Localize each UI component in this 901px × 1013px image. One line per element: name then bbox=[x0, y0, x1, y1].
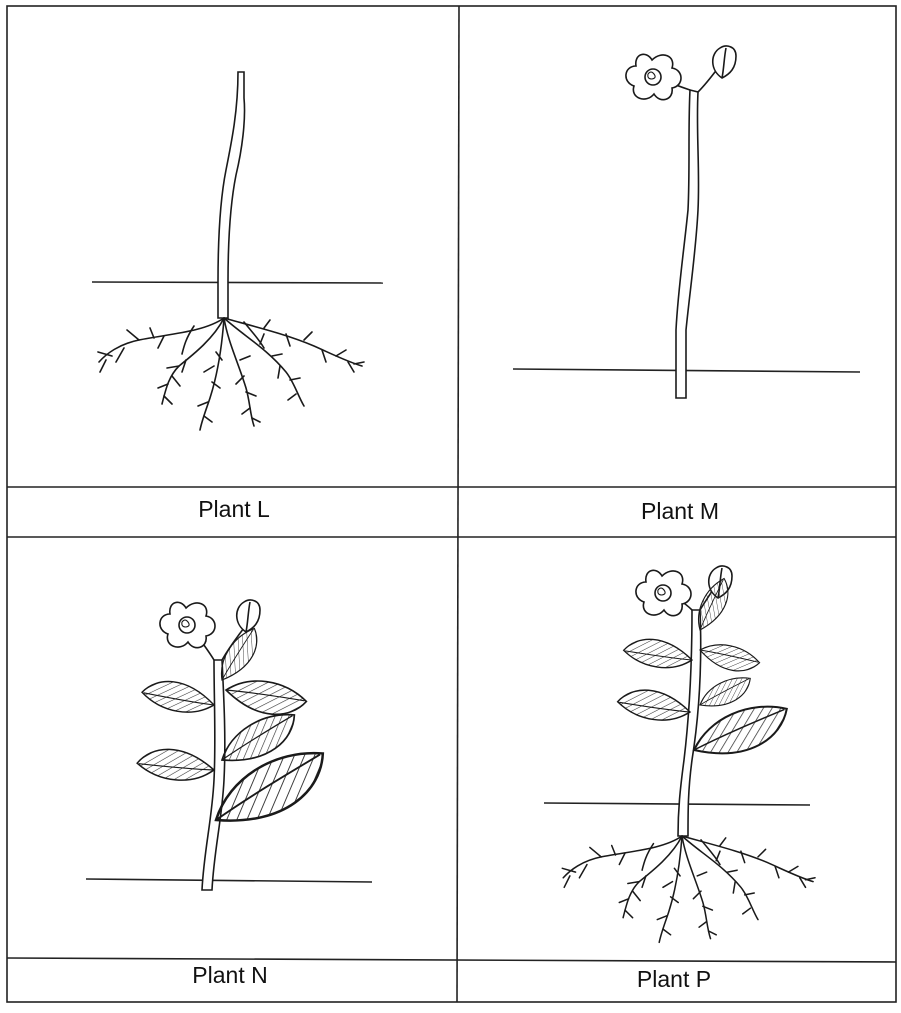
plant-p-roots bbox=[562, 836, 815, 942]
plant-l-drawing bbox=[92, 72, 383, 430]
soil-line-n bbox=[86, 879, 372, 882]
plant-m-drawing bbox=[513, 46, 860, 398]
label-plant-p: Plant P bbox=[637, 966, 711, 993]
plant-m-flower bbox=[626, 54, 681, 99]
label-plant-l: Plant L bbox=[198, 496, 270, 523]
plant-p-drawing bbox=[544, 566, 815, 942]
label-plant-n: Plant N bbox=[192, 962, 267, 989]
plant-m-bud bbox=[713, 46, 736, 78]
plant-n-drawing bbox=[86, 600, 372, 890]
plant-n-flower bbox=[160, 602, 215, 647]
plant-n-bud bbox=[237, 600, 260, 632]
plant-p-stem bbox=[678, 610, 701, 836]
plant-l-roots bbox=[98, 318, 364, 430]
plant-p-flower bbox=[636, 570, 691, 615]
plant-n-leaves bbox=[135, 625, 337, 835]
plant-l-stem bbox=[218, 72, 245, 318]
plant-m-stem bbox=[676, 90, 699, 398]
soil-line-p bbox=[544, 803, 810, 805]
label-plant-m: Plant M bbox=[641, 498, 719, 525]
plant-p-leaves bbox=[616, 575, 795, 762]
soil-line-l bbox=[92, 282, 383, 283]
